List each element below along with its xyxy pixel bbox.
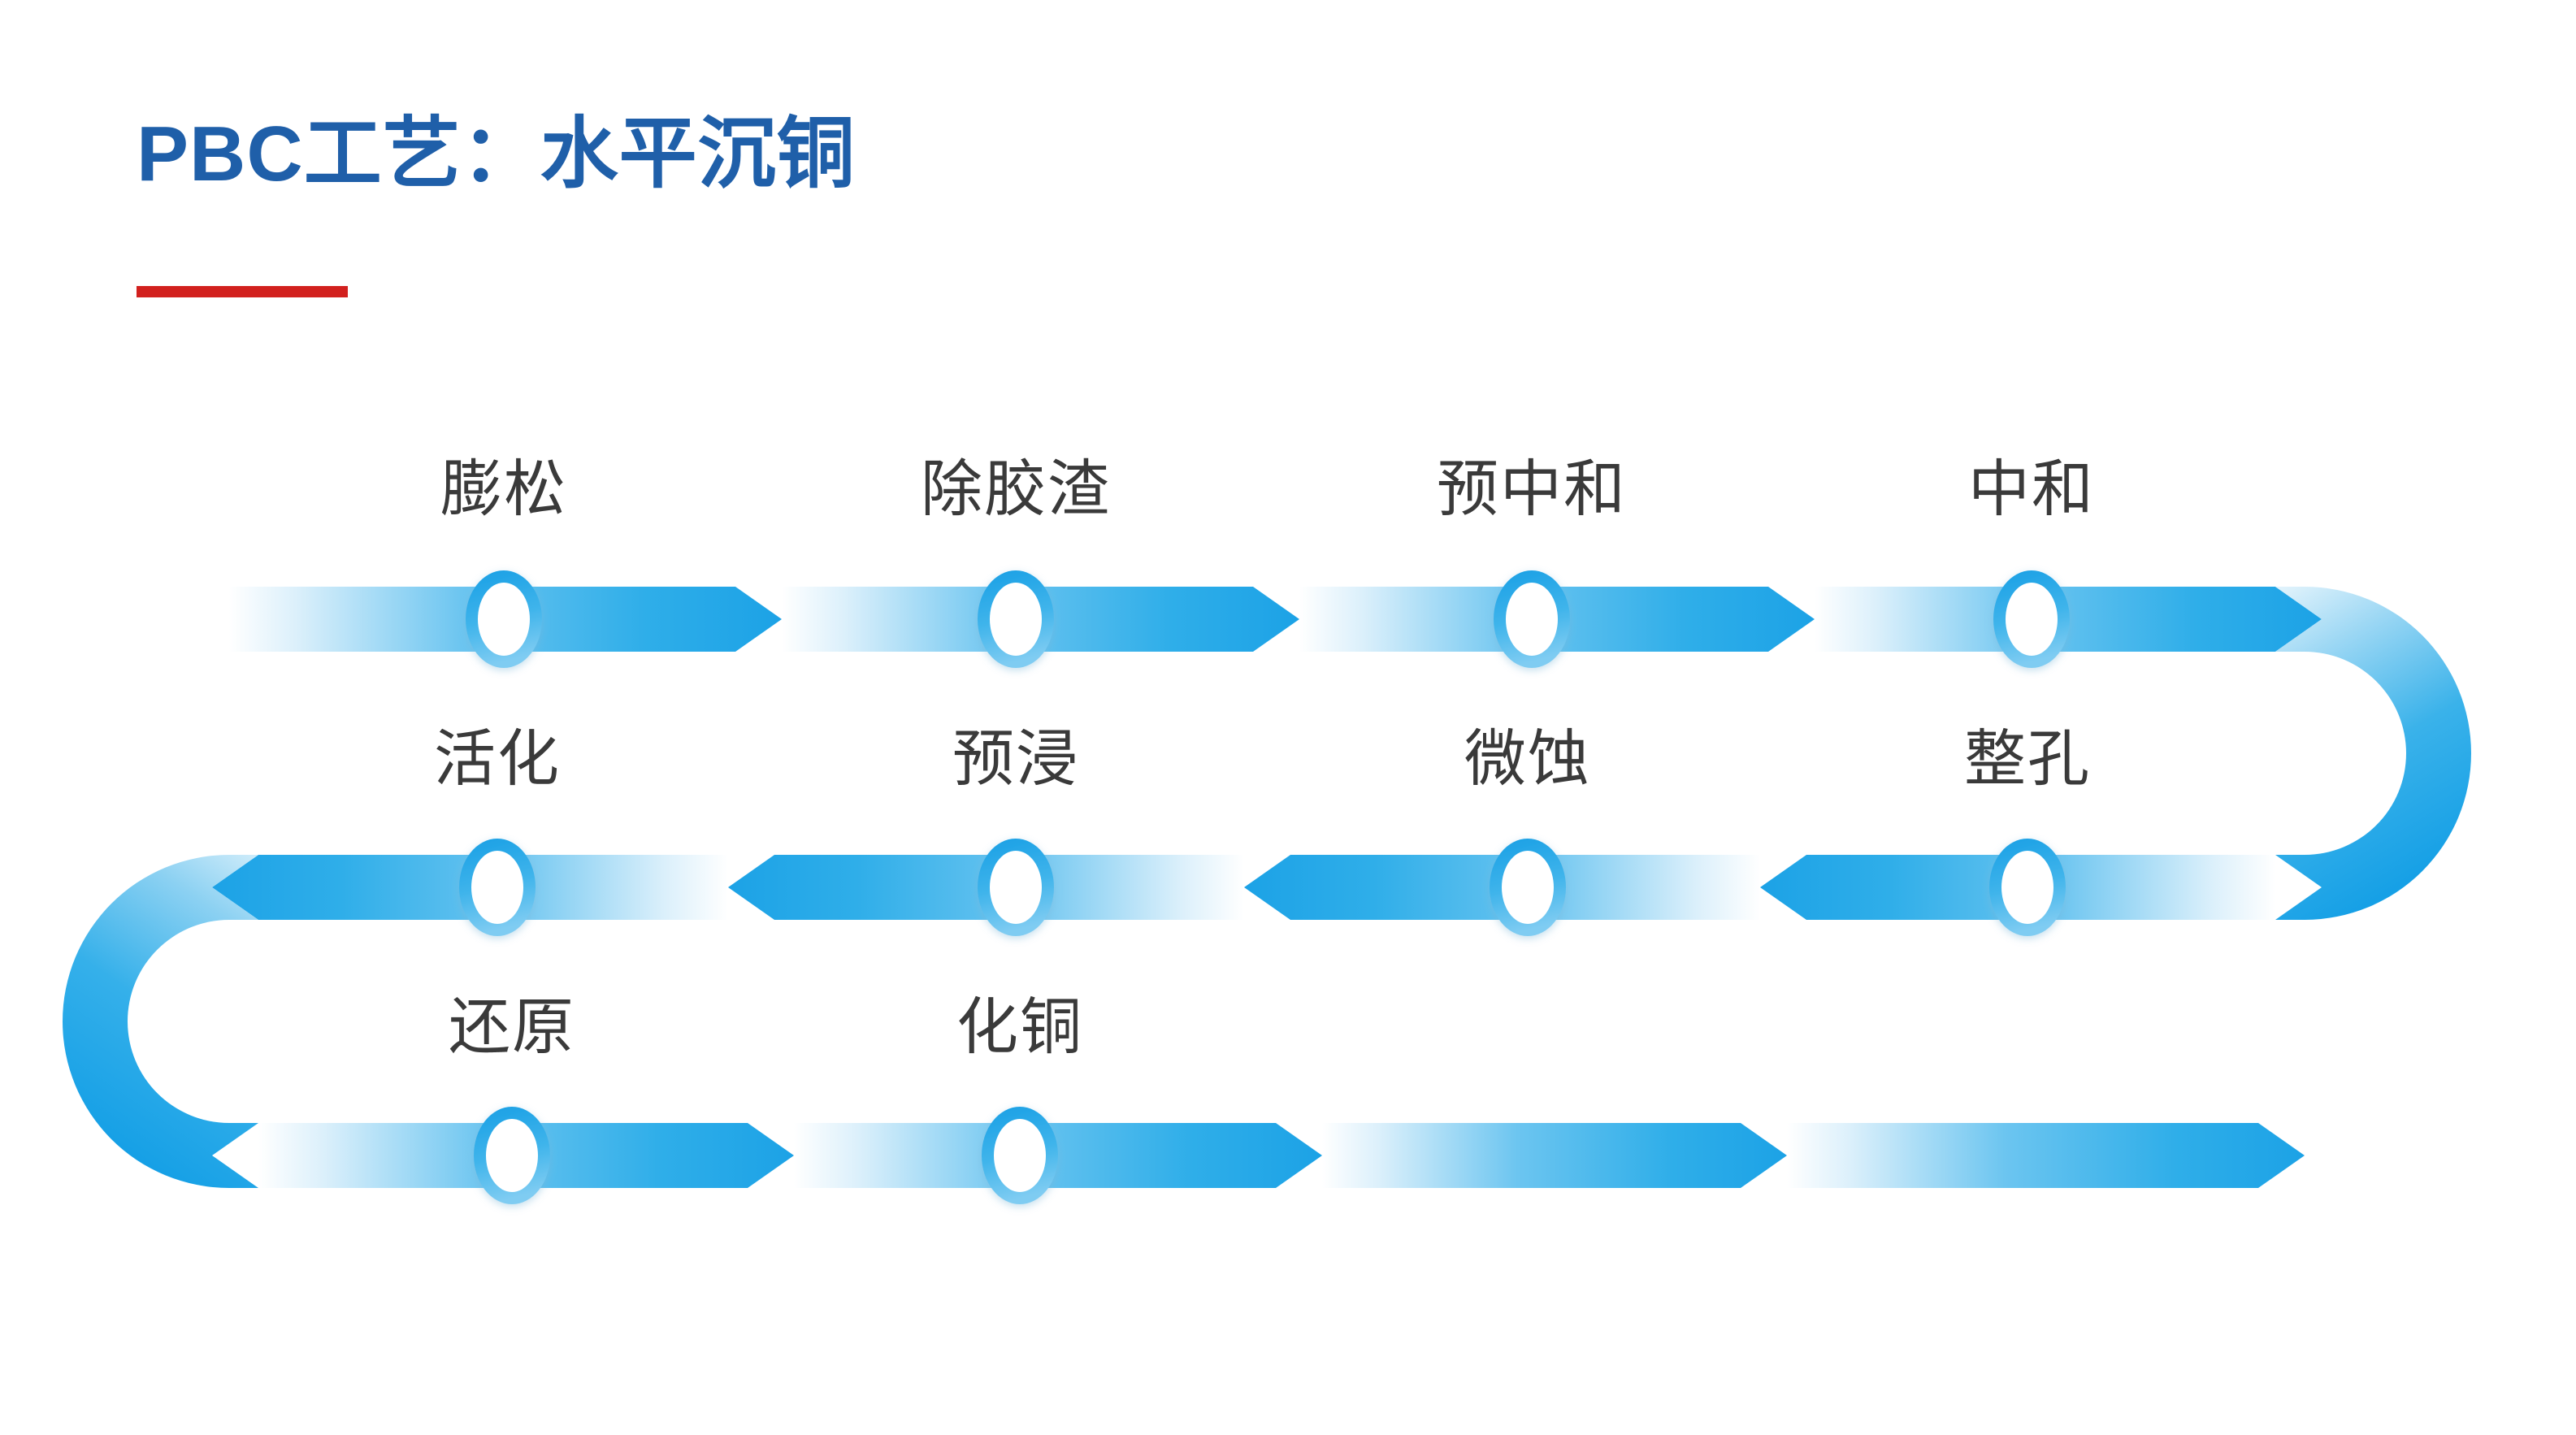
flow-node-marker[interactable] (459, 839, 536, 936)
flow-step-label-yujin: 预浸 (952, 725, 1079, 794)
page-title: PBC工艺：水平沉铜 (137, 111, 856, 197)
flow-row-3 (258, 1123, 2305, 1188)
flow-node-marker[interactable] (1993, 570, 2070, 668)
flow-node-marker[interactable] (466, 570, 542, 668)
flow-step-label-zhonghe: 中和 (1968, 455, 2095, 524)
flow-node-marker[interactable] (978, 570, 1054, 668)
flow-arrow-segment (1322, 1123, 1787, 1188)
flow-step-label-huohua: 活化 (434, 725, 561, 794)
u-turn-connector-left (63, 855, 258, 1188)
flow-step-label-weishi: 微蚀 (1464, 725, 1591, 794)
title-block: PBC工艺：水平沉铜 (137, 111, 856, 297)
flow-step-label-zhengkong: 整孔 (1964, 725, 2091, 794)
flow-step-label-hatong: 化铜 (956, 993, 1083, 1062)
flow-node-marker[interactable] (982, 1107, 1058, 1204)
flow-step-label-pengsong: 膨松 (440, 455, 567, 524)
u-turn-connector-right (2275, 587, 2471, 920)
flow-arrow-segment (1787, 1123, 2305, 1188)
node-markers (459, 570, 2070, 1204)
flow-step-label-huanyuan: 还原 (449, 993, 575, 1062)
title-underline-rule (137, 286, 348, 297)
flow-node-marker[interactable] (474, 1107, 550, 1204)
flow-node-marker[interactable] (1494, 570, 1570, 668)
flow-node-marker[interactable] (978, 839, 1054, 936)
flow-node-marker[interactable] (1989, 839, 2066, 936)
flow-step-label-yuzhonghe: 预中和 (1437, 455, 1627, 524)
flow-step-label-chujiaozha: 除胶渣 (921, 455, 1111, 524)
flow-node-marker[interactable] (1490, 839, 1566, 936)
